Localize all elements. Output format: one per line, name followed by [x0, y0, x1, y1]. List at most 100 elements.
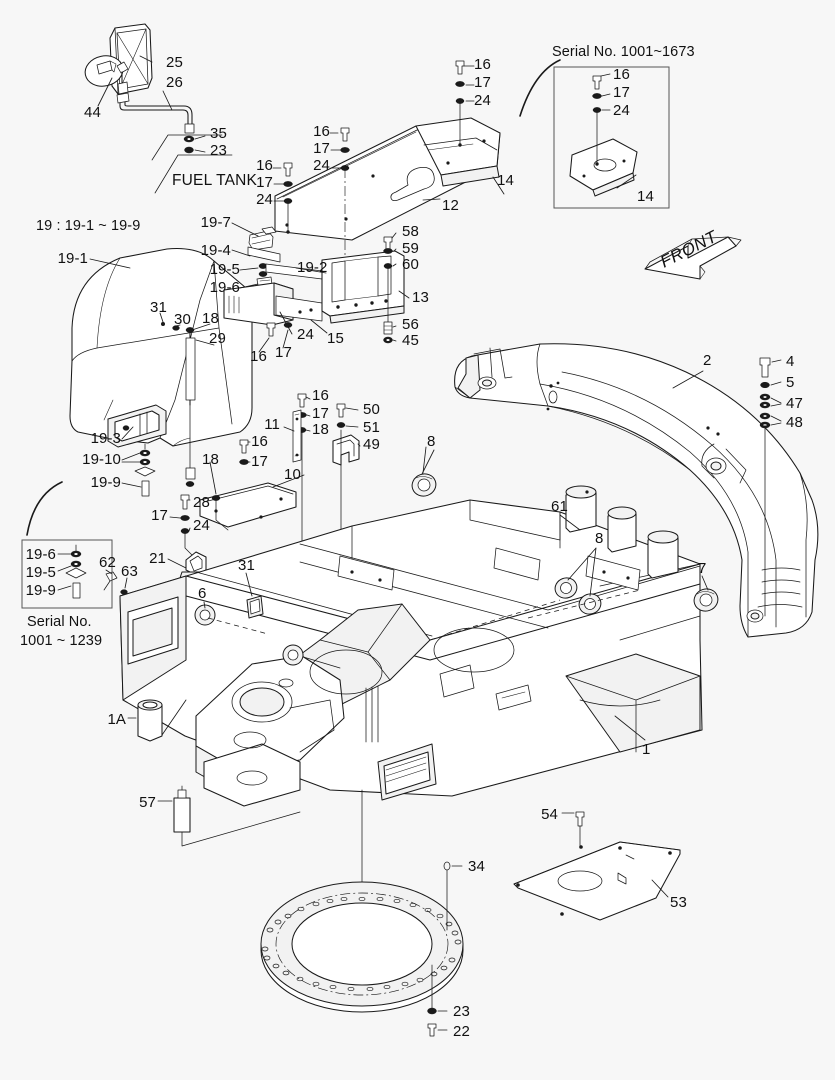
callout-50: 50 — [363, 401, 380, 418]
group-19-note: 19 : 19-1 ~ 19-9 — [36, 218, 141, 234]
callout-18-c: 18 — [202, 451, 219, 468]
callout-48: 48 — [786, 414, 803, 431]
callout-16-c: 16 — [256, 157, 273, 174]
callout-16-f: 16 — [251, 433, 268, 450]
callout-19-2: 19-2 — [297, 259, 328, 276]
front-arrow-art: FRONT — [644, 226, 742, 280]
fastener-col-a — [455, 60, 475, 147]
callout-19-6: 19-6 — [209, 279, 240, 296]
callout-11: 11 — [264, 416, 280, 433]
inset-top-callout-17: 17 — [613, 84, 630, 101]
hood-cover-group — [69, 248, 253, 497]
counterweight-group — [454, 343, 819, 638]
callout-61: 61 — [551, 498, 568, 515]
callout-56: 56 — [402, 316, 419, 333]
mirror-assembly-group — [84, 23, 233, 194]
callout-24-d: 24 — [297, 326, 314, 343]
callout-17-a: 17 — [474, 74, 491, 91]
callout-51: 51 — [363, 419, 380, 436]
callout-16-a: 16 — [474, 56, 491, 73]
callout-44: 44 — [84, 104, 101, 121]
callout-24-c: 24 — [256, 191, 273, 208]
callout-12: 12 — [442, 197, 459, 214]
callout-16-d: 16 — [250, 348, 267, 365]
callout-17-e: 17 — [312, 405, 329, 422]
callout-62: 62 — [99, 554, 116, 571]
callout-17-g: 17 — [151, 507, 168, 524]
callout-4: 4 — [786, 353, 795, 370]
callout-34: 34 — [468, 858, 485, 875]
callout-53: 53 — [670, 894, 687, 911]
callout-29: 29 — [209, 330, 226, 347]
callout-35: 35 — [210, 125, 227, 142]
callout-30: 30 — [174, 311, 191, 328]
callout-13: 13 — [412, 289, 429, 306]
inset-bottom-callout-19-5: 19-5 — [25, 564, 56, 581]
serial-inset-top-caption: Serial No. 1001~1673 — [552, 44, 695, 60]
callout-1: 1 — [642, 741, 651, 758]
callout-19-7: 19-7 — [200, 214, 231, 231]
callout-19-3: 19-3 — [90, 430, 121, 447]
callout-23-b: 23 — [453, 1003, 470, 1020]
callout-10: 10 — [284, 466, 301, 483]
callout-45: 45 — [402, 332, 419, 349]
callout-57: 57 — [139, 794, 156, 811]
callout-7: 7 — [698, 560, 707, 577]
callout-59: 59 — [402, 240, 419, 257]
mid-small-parts-group — [103, 393, 437, 661]
callout-49: 49 — [363, 436, 380, 453]
callout-63: 63 — [121, 563, 138, 580]
cover-plate-group — [513, 811, 681, 921]
serial-inset-bottom-caption-2: 1001 ~ 1239 — [20, 633, 103, 649]
main-frame-group — [119, 449, 719, 941]
inset-top-callout-24: 24 — [613, 102, 630, 119]
callout-2: 2 — [703, 352, 712, 369]
callout-60: 60 — [402, 256, 419, 273]
swing-bearing-group — [260, 861, 464, 1037]
callout-47: 47 — [786, 395, 803, 412]
fuel-tank-note: FUEL TANK — [172, 172, 258, 189]
callout-16-b: 16 — [313, 123, 330, 140]
callout-25: 25 — [166, 54, 183, 71]
inset-top-callout-16: 16 — [613, 66, 630, 83]
callout-31: 31 — [150, 299, 167, 316]
callout-15: 15 — [327, 330, 344, 347]
callout-31-b: 31 — [238, 557, 255, 574]
callout-17-b: 17 — [313, 140, 330, 157]
serial-inset-bottom-caption-1: Serial No. — [27, 614, 92, 630]
callout-14: 14 — [497, 172, 514, 189]
callout-5: 5 — [786, 374, 795, 391]
callout-1A: 1A — [107, 711, 126, 728]
callout-17-c: 17 — [256, 174, 273, 191]
callout-18-b: 18 — [312, 421, 329, 438]
callout-54: 54 — [541, 806, 558, 823]
callout-19-4: 19-4 — [200, 242, 231, 259]
callout-21: 21 — [149, 550, 166, 567]
inset-bottom-callout-19-9: 19-9 — [25, 582, 56, 599]
hinge-bracket-group — [223, 222, 410, 353]
callout-58: 58 — [402, 223, 419, 240]
serial-inset-top-art — [519, 59, 670, 209]
top-plate-group — [272, 60, 505, 263]
callout-19-9: 19-9 — [90, 474, 121, 491]
callout-19-5: 19-5 — [209, 261, 240, 278]
callout-19-10: 19-10 — [82, 451, 121, 468]
callout-26: 26 — [166, 74, 183, 91]
callout-8-b: 8 — [595, 530, 604, 547]
serial-inset-bottom-art — [21, 481, 113, 609]
callout-24-a: 24 — [474, 92, 491, 109]
inset-top-callout-14: 14 — [637, 188, 654, 205]
callout-22: 22 — [453, 1023, 470, 1040]
callout-24-b: 24 — [313, 157, 330, 174]
callout-6: 6 — [198, 585, 207, 602]
fastener-col-b — [329, 127, 350, 263]
fastener-col-c — [272, 162, 293, 234]
callout-23: 23 — [210, 142, 227, 159]
callout-8-a: 8 — [427, 433, 436, 450]
inset-bottom-callout-19-6: 19-6 — [25, 546, 56, 563]
callout-16-e: 16 — [312, 387, 329, 404]
callout-17-d: 17 — [275, 344, 292, 361]
callout-28: 28 — [193, 494, 210, 511]
